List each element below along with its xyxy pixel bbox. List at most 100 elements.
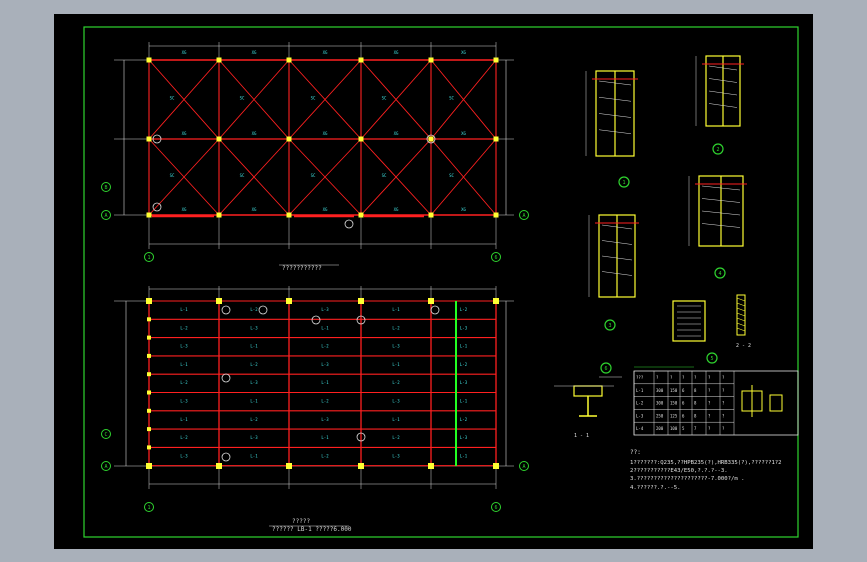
column-marker bbox=[147, 390, 151, 395]
detail-bubble-text: 6 bbox=[604, 366, 607, 372]
beam-label: L-1 bbox=[392, 362, 400, 367]
detail-bubble-text: 5 bbox=[710, 356, 713, 362]
column-marker bbox=[146, 212, 152, 218]
callout-circle bbox=[152, 202, 162, 212]
member-tag: XG bbox=[461, 131, 466, 136]
member-tag: SC bbox=[449, 96, 454, 101]
beam-label: L-1 bbox=[392, 417, 400, 422]
beam-label: L-2 bbox=[250, 307, 258, 312]
detail-bubble bbox=[600, 362, 612, 374]
table-header: ? bbox=[682, 375, 685, 380]
callout-circle bbox=[258, 305, 268, 315]
hatch bbox=[601, 224, 633, 230]
hatch bbox=[598, 97, 632, 102]
hatch bbox=[598, 129, 632, 134]
column-marker bbox=[216, 463, 222, 469]
axis-bubble-1-text: 1 bbox=[147, 255, 150, 261]
member-tag: XG bbox=[252, 131, 257, 136]
column-marker bbox=[493, 57, 499, 63]
table-cell: L-1 bbox=[636, 388, 644, 393]
x-brace bbox=[430, 59, 497, 140]
member-tag: XG bbox=[461, 207, 466, 212]
beam-label: L-1 bbox=[180, 417, 188, 422]
beam-label: L-2 bbox=[250, 417, 258, 422]
detail-bubble-text: 2 bbox=[716, 147, 719, 153]
column-marker bbox=[493, 463, 499, 469]
axis-bubble-a bbox=[101, 210, 111, 220]
plan-bottom-title: ????? bbox=[292, 518, 310, 525]
column-marker bbox=[216, 212, 222, 218]
column-marker bbox=[216, 298, 222, 304]
beam-label: L-2 bbox=[460, 307, 468, 312]
hatch bbox=[736, 302, 746, 307]
table-cell: ? bbox=[722, 426, 725, 431]
beam-label: L-3 bbox=[321, 362, 329, 367]
table-cell: 150 bbox=[670, 401, 678, 406]
table-cell: 8 bbox=[694, 388, 697, 393]
column-marker bbox=[286, 57, 292, 63]
beam-label: L-1 bbox=[460, 344, 468, 349]
drawing-frame bbox=[83, 26, 799, 538]
beam-label: L-1 bbox=[321, 435, 329, 440]
callout-circle bbox=[426, 134, 436, 144]
detail-bubble-text: 3 bbox=[608, 323, 611, 329]
table-header: ? bbox=[722, 375, 725, 380]
column-marker bbox=[493, 136, 499, 142]
column-marker bbox=[428, 463, 434, 469]
member-tag: XG bbox=[252, 207, 257, 212]
table-cell: ? bbox=[708, 401, 711, 406]
column-marker bbox=[428, 136, 434, 142]
axis-bubble-b bbox=[101, 182, 111, 192]
beam-label: L-3 bbox=[460, 435, 468, 440]
beam-label: L-1 bbox=[180, 362, 188, 367]
axis-bubble-a-right bbox=[519, 210, 529, 220]
hatch bbox=[701, 210, 741, 216]
callout-circle bbox=[356, 315, 366, 325]
table-cell: 8 bbox=[694, 401, 697, 406]
hatch bbox=[736, 322, 746, 327]
member-tag: XG bbox=[394, 50, 399, 55]
cad-drawing: XGXGXGSCSCXGXGXGSCSCXGXGXGSCSCXGXGXGSCSC… bbox=[83, 26, 799, 538]
beam-label: L-2 bbox=[321, 344, 329, 349]
table-cell: 150 bbox=[670, 388, 678, 393]
hatch bbox=[708, 90, 738, 96]
column-marker bbox=[493, 212, 499, 218]
column-marker bbox=[286, 212, 292, 218]
member-tag: XG bbox=[182, 131, 187, 136]
table-header: ? bbox=[670, 375, 673, 380]
column-marker bbox=[286, 136, 292, 142]
table-header: ? bbox=[694, 375, 697, 380]
notes-heading: ??: bbox=[630, 449, 641, 456]
column-marker bbox=[358, 298, 364, 304]
hatch bbox=[736, 297, 746, 302]
beam-label: L-1 bbox=[460, 453, 468, 458]
hatch bbox=[708, 65, 738, 71]
detail-bubble bbox=[706, 352, 718, 364]
table-cell: 300 bbox=[656, 401, 664, 406]
beam-label: L-2 bbox=[180, 380, 188, 385]
hatch bbox=[601, 240, 633, 245]
beam-label: L-3 bbox=[180, 399, 188, 404]
member-tag: XG bbox=[323, 50, 328, 55]
hatch bbox=[708, 103, 738, 108]
column-marker bbox=[216, 57, 222, 63]
column-marker bbox=[493, 298, 499, 304]
notes-line-1: 1???????:Q235,??HPB235(?),HRB335(?),????… bbox=[630, 460, 782, 466]
column-marker bbox=[358, 57, 364, 63]
beam-label: L-2 bbox=[460, 362, 468, 367]
plan-bottom-subtitle: ?????? LB-1 ?????6.000 bbox=[272, 526, 352, 533]
axis-bubble-a-right-text: A bbox=[522, 213, 525, 219]
beam-label: L-3 bbox=[180, 344, 188, 349]
x-brace bbox=[218, 59, 290, 140]
column-marker bbox=[428, 57, 434, 63]
detail-bubble bbox=[604, 319, 616, 331]
x-brace bbox=[288, 59, 362, 140]
callout-circle bbox=[152, 134, 162, 144]
beam-label: L-3 bbox=[321, 307, 329, 312]
column-marker bbox=[147, 317, 151, 322]
table-cell: 125 bbox=[670, 413, 678, 418]
member-tag: XG bbox=[394, 207, 399, 212]
column-marker bbox=[146, 57, 152, 63]
table-cell: 7 bbox=[694, 426, 697, 431]
hatch bbox=[601, 271, 633, 276]
